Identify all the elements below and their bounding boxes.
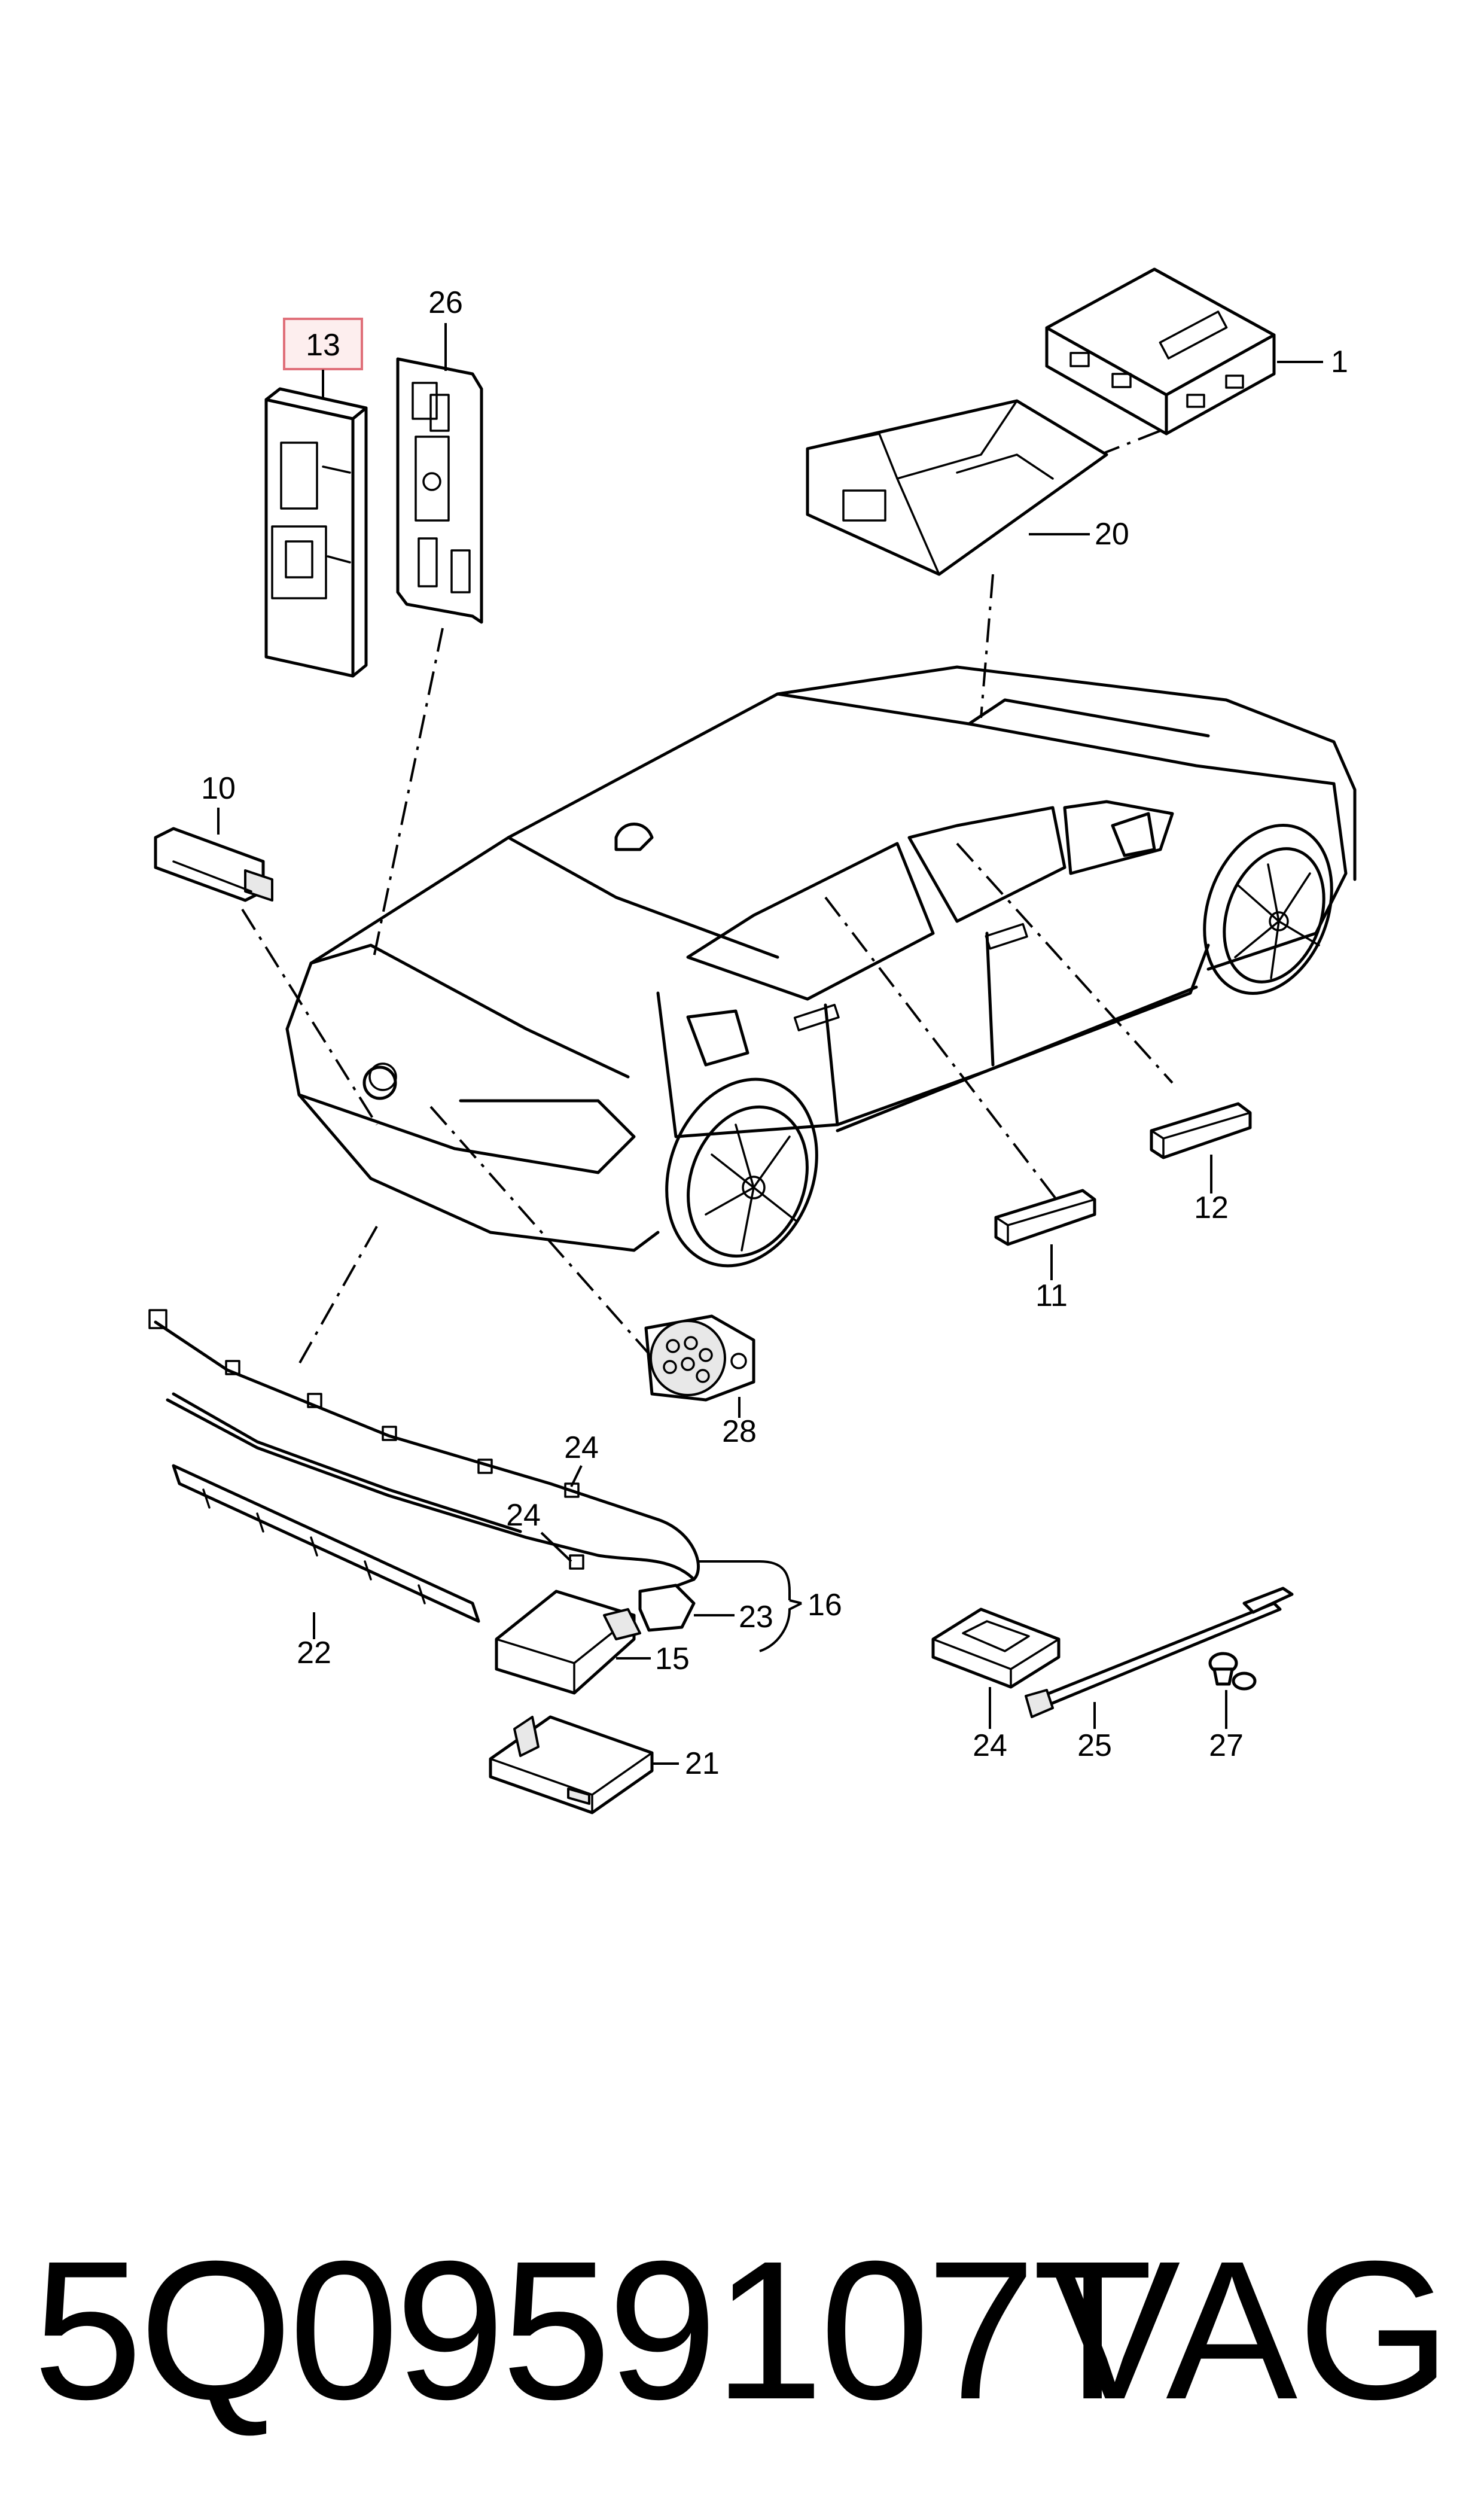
part-22-trim-strip[interactable] [172, 1464, 480, 1623]
callout-27: 27 [1209, 1728, 1244, 1763]
callout-12: 12 [1194, 1191, 1229, 1225]
part-21-cover[interactable] [489, 1715, 654, 1814]
callout-28: 28 [722, 1414, 757, 1449]
callout-26: 26 [428, 285, 463, 320]
callout-24-a: 24 [564, 1430, 599, 1465]
part-number: 5Q0959107T [33, 2219, 1153, 2440]
callout-21: 21 [685, 1746, 720, 1781]
callout-25: 25 [1077, 1728, 1112, 1763]
callout-10: 10 [201, 771, 236, 806]
callout-23: 23 [739, 1600, 773, 1634]
part-11-trim[interactable] [994, 1189, 1096, 1246]
footer: 5Q0959107T VAG [0, 2208, 1484, 2459]
brand-label: VAG [1049, 2219, 1451, 2440]
callout-15: 15 [655, 1642, 690, 1676]
part-12-trim[interactable] [1150, 1102, 1252, 1159]
part-28-connector[interactable] [644, 1314, 755, 1402]
part-27-fastener[interactable] [1208, 1652, 1257, 1691]
part-10-sensor[interactable] [154, 827, 273, 902]
part-1-control-unit[interactable] [1045, 267, 1276, 436]
bracket-16 [697, 1560, 802, 1652]
part-13-control-module[interactable] [264, 387, 368, 678]
part-25-cable-tie[interactable] [1025, 1587, 1294, 1718]
callout-24-c: 24 [973, 1728, 1007, 1763]
callout-13: 13 [306, 328, 340, 363]
part-24-clip[interactable] [931, 1607, 1061, 1689]
part-15-module[interactable] [495, 1590, 641, 1695]
car-illustration [285, 665, 1357, 1365]
callout-16: 16 [807, 1588, 842, 1622]
callout-1: 1 [1331, 345, 1348, 379]
callout-24-b: 24 [506, 1498, 541, 1533]
callout-11: 11 [1035, 1278, 1068, 1313]
part-26-bracket[interactable] [396, 357, 483, 624]
wiring-harness[interactable] [148, 1309, 700, 1632]
callout-13-highlight-box [283, 318, 363, 370]
callout-20: 20 [1095, 517, 1129, 552]
callout-22: 22 [297, 1636, 331, 1670]
part-20-foam-insert[interactable] [806, 399, 1108, 576]
parts-diagram: 13 26 1 20 10 [148, 267, 1357, 1814]
